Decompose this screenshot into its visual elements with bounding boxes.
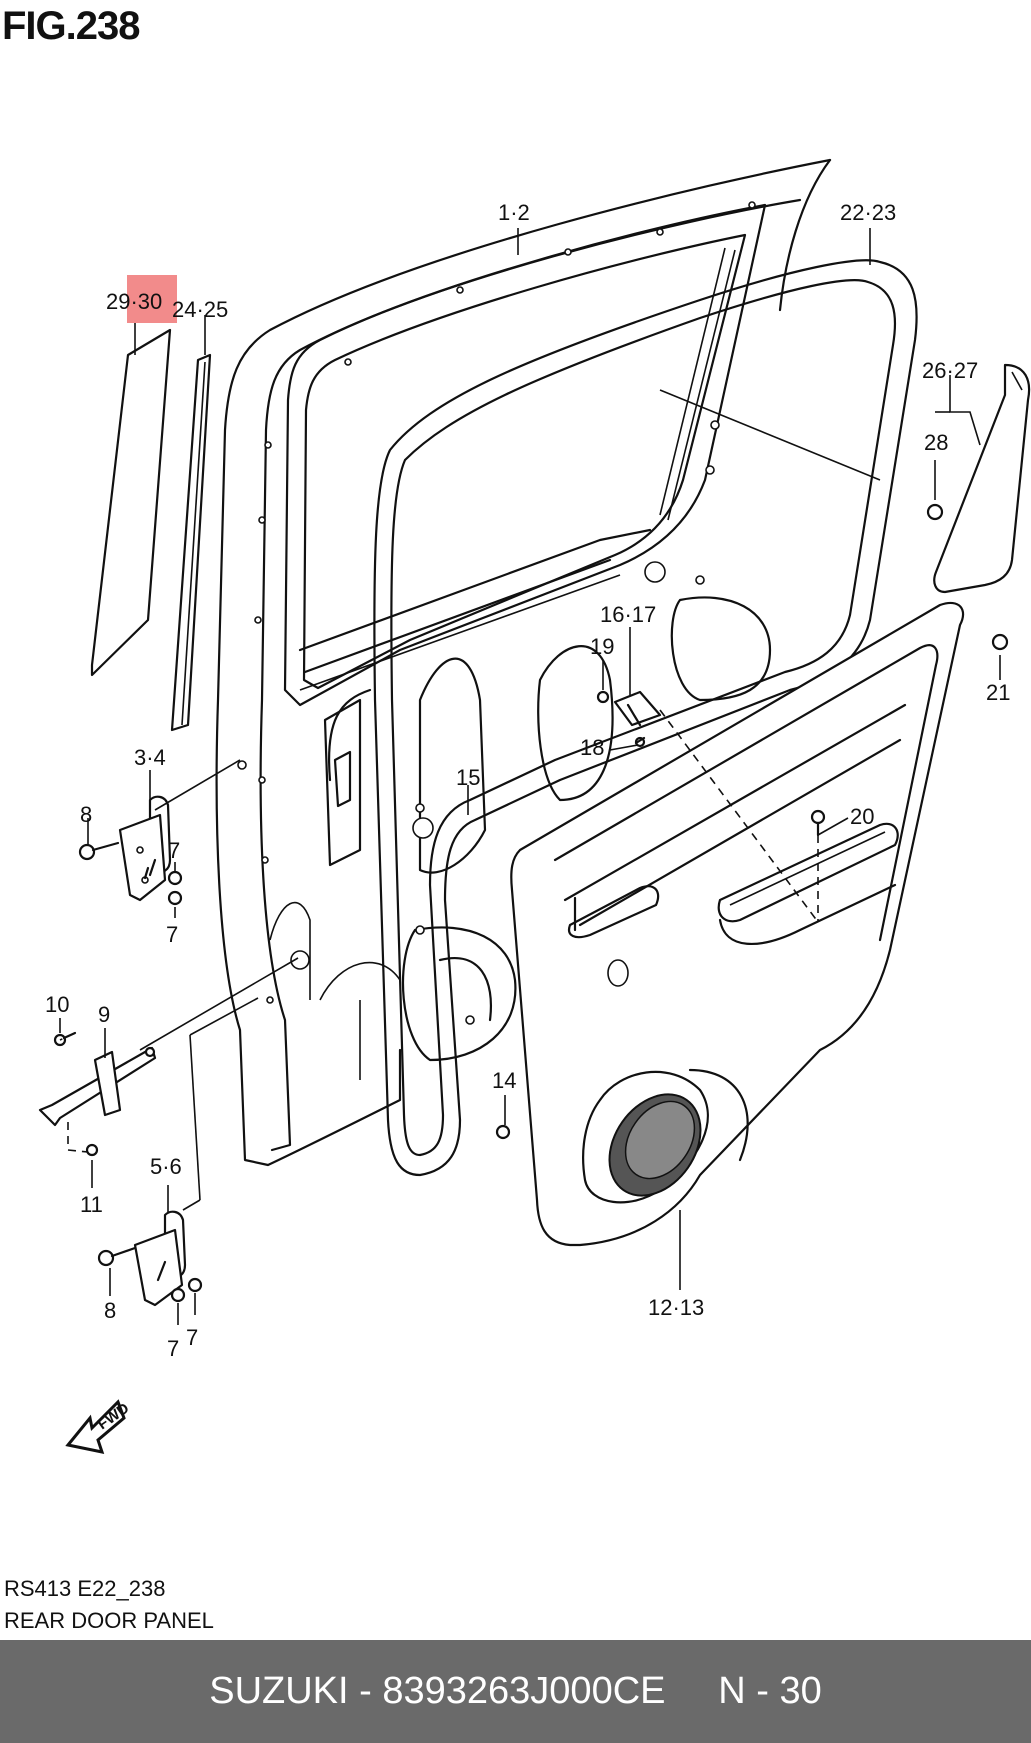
callout: 9 (98, 1002, 110, 1027)
callout-labels: 1·2 22·23 29·30 24·25 26·27 28 16·17 19 … (45, 200, 1010, 1361)
callout: 7 (186, 1325, 198, 1350)
callout: 15 (456, 765, 480, 790)
callout: 14 (492, 1068, 516, 1093)
callout: 1·2 (498, 200, 530, 225)
callout: 7 (167, 1336, 179, 1361)
highlight-box (127, 275, 177, 323)
callout: 18 (580, 735, 604, 760)
rear-door-exploded-diagram: FWD 1·2 22·23 29·30 24·25 26·27 28 16·17… (38, 158, 1031, 1454)
diagram-name: REAR DOOR PANEL (4, 1608, 214, 1633)
pillar-garnish-29-30 (90, 328, 172, 677)
callout: 22·23 (840, 200, 896, 225)
callout: 7 (168, 838, 180, 863)
door-inner-frame (215, 158, 832, 1167)
callout: 20 (850, 804, 874, 829)
callout: 8 (104, 1298, 116, 1323)
footer-page: N - 30 (718, 1670, 822, 1712)
lower-hinge (97, 1210, 203, 1307)
door-trim-panel (510, 601, 965, 1247)
callout: 16·17 (600, 602, 656, 627)
figure-title: FIG.238 (2, 4, 141, 48)
callout: 24·25 (172, 297, 228, 322)
footer-part-number: 8393263J000CE (382, 1670, 666, 1712)
callout: 19 (590, 634, 614, 659)
door-check (38, 1031, 157, 1157)
fasteners (495, 503, 1009, 1140)
callout: 12·13 (648, 1295, 704, 1320)
upper-hinge (78, 795, 183, 906)
callout: 8 (80, 802, 92, 827)
callout: 11 (80, 1192, 103, 1217)
footer-separator: - (348, 1670, 383, 1712)
callout-highlighted: 29·30 (106, 289, 162, 314)
callout: 26·27 (922, 358, 978, 383)
diagram-code: RS413 E22_238 (4, 1576, 166, 1601)
callout: 10 (45, 992, 69, 1017)
fwd-arrow-icon: FWD (65, 1399, 132, 1454)
callout: 3·4 (134, 745, 166, 770)
rear-garnish (933, 363, 1031, 594)
callout: 21 (986, 680, 1010, 705)
pillar-garnish-24-25 (170, 353, 212, 732)
footer-bar: SUZUKI - 8393263J000CE N - 30 (0, 1640, 1031, 1743)
leader-lines (59, 228, 1001, 1325)
footer-brand: SUZUKI (209, 1670, 349, 1712)
callout: 7 (166, 922, 178, 947)
callout: 28 (924, 430, 948, 455)
footer-gap (666, 1670, 719, 1713)
callout: 5·6 (150, 1154, 182, 1179)
frame-holes (237, 201, 756, 1025)
